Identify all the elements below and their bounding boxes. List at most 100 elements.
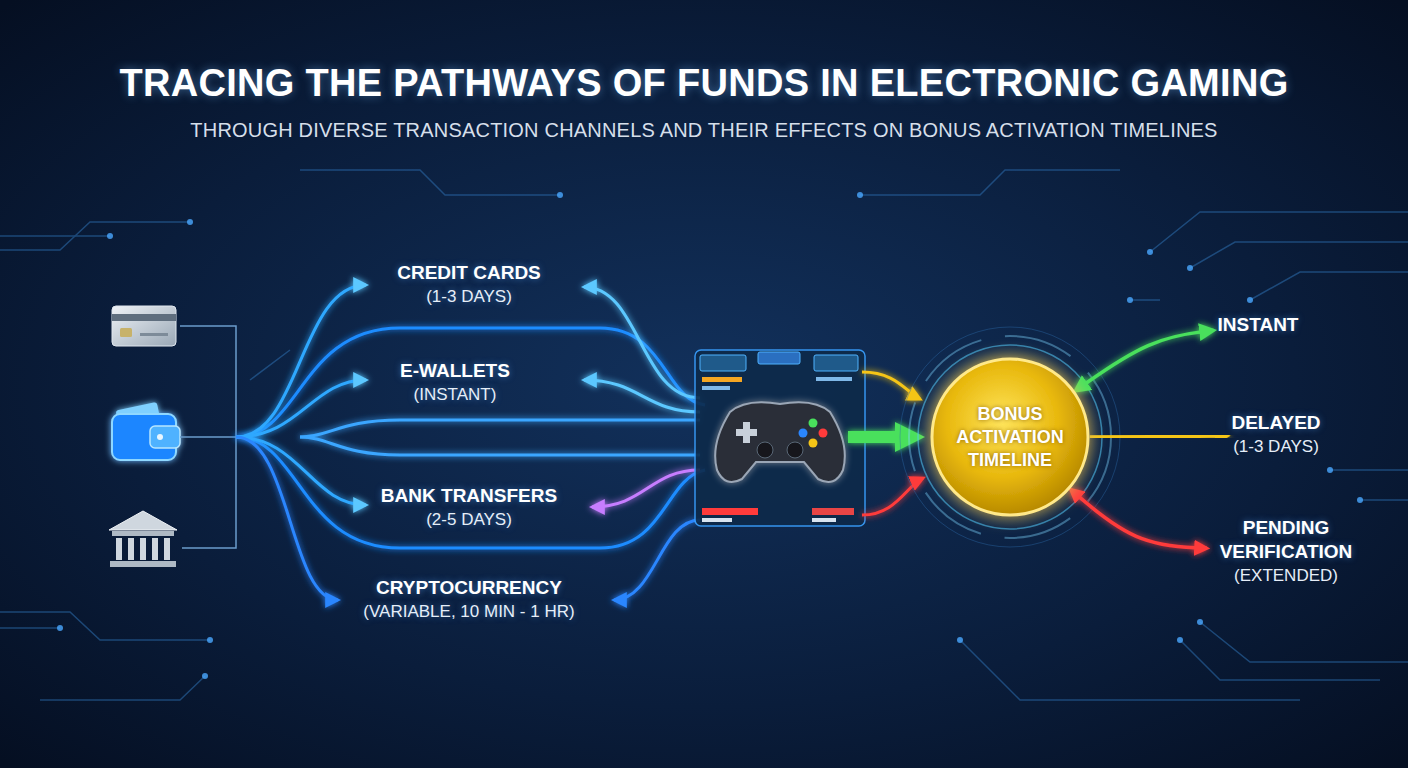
bank-icon bbox=[109, 511, 177, 567]
decor-rect bbox=[695, 350, 865, 526]
decor-path bbox=[584, 380, 700, 412]
decor-path bbox=[860, 170, 1120, 195]
timeline-arrow bbox=[1090, 436, 1227, 437]
decor-path bbox=[236, 437, 705, 548]
decor-circle bbox=[1187, 265, 1193, 271]
timeline-arrow bbox=[1075, 330, 1213, 390]
decor-circle bbox=[957, 637, 963, 643]
decor-rect bbox=[812, 518, 836, 522]
decor-circle bbox=[809, 419, 818, 428]
credit-card-icon bbox=[112, 306, 176, 346]
decor-circle bbox=[819, 429, 828, 438]
decor-path bbox=[862, 478, 923, 515]
node-heading: BONUS ACTIVATION TIMELINE bbox=[945, 403, 1075, 472]
decor-rect bbox=[112, 531, 174, 536]
main-beam bbox=[215, 437, 720, 438]
decor-rect bbox=[140, 538, 146, 560]
timeline-feed-lines bbox=[848, 372, 923, 515]
circle-text-holder: BONUS ACTIVATION TIMELINE bbox=[930, 357, 1090, 517]
wallet-icon bbox=[112, 402, 180, 460]
decor-path bbox=[960, 640, 1300, 700]
node-heading: INSTANT bbox=[1218, 313, 1299, 337]
decor-circle bbox=[202, 673, 208, 679]
connector-group bbox=[1075, 330, 1213, 390]
decor-path bbox=[1250, 272, 1408, 300]
decor-path bbox=[250, 350, 290, 380]
channel-label: CRYPTOCURRENCY bbox=[376, 577, 562, 599]
decor-path bbox=[715, 402, 845, 482]
decor-rect bbox=[702, 518, 732, 522]
decor-path bbox=[1330, 469, 1408, 471]
decor-path bbox=[1150, 212, 1408, 252]
decor-rect bbox=[814, 355, 858, 371]
decor-circle bbox=[918, 345, 1102, 529]
decor-rect bbox=[110, 561, 176, 567]
timeline-circle: BONUS ACTIVATION TIMELINE bbox=[930, 357, 1090, 517]
channel-label: BANK TRANSFERS bbox=[381, 485, 557, 507]
channel-label: (VARIABLE, 10 MIN - 1 HR) bbox=[363, 602, 574, 622]
decor-circle bbox=[1327, 467, 1333, 473]
decor-circle bbox=[1247, 297, 1253, 303]
decor-circle bbox=[557, 192, 563, 198]
subtitle: THROUGH DIVERSE TRANSACTION CHANNELS AND… bbox=[0, 119, 1408, 142]
decor-circle bbox=[757, 442, 773, 458]
decor-rect bbox=[116, 538, 122, 560]
decor-rect bbox=[812, 508, 854, 515]
node-heading: DELAYED bbox=[1231, 411, 1320, 435]
decor-rect bbox=[702, 508, 758, 515]
connector-group bbox=[1090, 436, 1227, 437]
title: TRACING THE PATHWAYS OF FUNDS IN ELECTRO… bbox=[0, 62, 1408, 105]
node-detail: (1-3 DAYS) bbox=[1231, 435, 1320, 459]
decor-rect bbox=[120, 328, 132, 337]
channel-label: (INSTANT) bbox=[414, 385, 497, 405]
decor-path bbox=[0, 235, 110, 237]
dashboard-panel bbox=[695, 350, 865, 526]
decor-circle bbox=[909, 336, 1111, 538]
decor-path bbox=[614, 520, 700, 600]
node-heading: PENDING VERIFICATION bbox=[1211, 516, 1361, 564]
decor-path bbox=[848, 431, 910, 443]
decor-path bbox=[1130, 299, 1160, 301]
decor-rect bbox=[758, 352, 800, 364]
decor-rect bbox=[150, 426, 180, 448]
channel-label: CREDIT CARDS bbox=[397, 262, 541, 284]
decor-circle bbox=[1177, 637, 1183, 643]
connector-group bbox=[1071, 489, 1207, 548]
decor-rect bbox=[164, 538, 170, 560]
decor-path bbox=[40, 676, 205, 700]
circle-fill bbox=[932, 359, 1088, 515]
outcome-node: INSTANT bbox=[1218, 313, 1299, 337]
timeline-rings bbox=[900, 327, 1120, 547]
decor-path bbox=[592, 470, 700, 507]
decor-circle bbox=[1197, 619, 1203, 625]
channel-label: (2-5 DAYS) bbox=[426, 510, 512, 530]
decor-circle bbox=[809, 439, 818, 448]
decor-path bbox=[215, 436, 720, 439]
decor-path bbox=[1190, 242, 1408, 268]
decor-path bbox=[0, 222, 190, 250]
decor-rect bbox=[736, 429, 757, 436]
return-arrows bbox=[584, 287, 700, 600]
decor-circle bbox=[187, 219, 193, 225]
decor-circle bbox=[207, 637, 213, 643]
decor-circle bbox=[900, 327, 1120, 547]
node-detail: (EXTENDED) bbox=[1211, 564, 1361, 588]
decor-rect bbox=[112, 306, 176, 346]
decor-path bbox=[862, 372, 920, 399]
decor-circle bbox=[1147, 249, 1153, 255]
decor-path bbox=[109, 511, 177, 530]
decor-rect bbox=[128, 538, 134, 560]
decor-path bbox=[236, 437, 338, 600]
channel-label: E-WALLETS bbox=[400, 360, 510, 382]
decor-rect bbox=[816, 377, 852, 381]
decor-rect bbox=[112, 314, 176, 321]
decor-path bbox=[1200, 622, 1408, 662]
decor-circle bbox=[107, 233, 113, 239]
decor-circle bbox=[799, 429, 808, 438]
decor-path bbox=[1180, 640, 1380, 680]
channel-label: (1-3 DAYS) bbox=[426, 287, 512, 307]
decor-rect bbox=[140, 333, 168, 336]
decor-rect bbox=[700, 355, 746, 371]
decor-rect bbox=[702, 377, 742, 382]
